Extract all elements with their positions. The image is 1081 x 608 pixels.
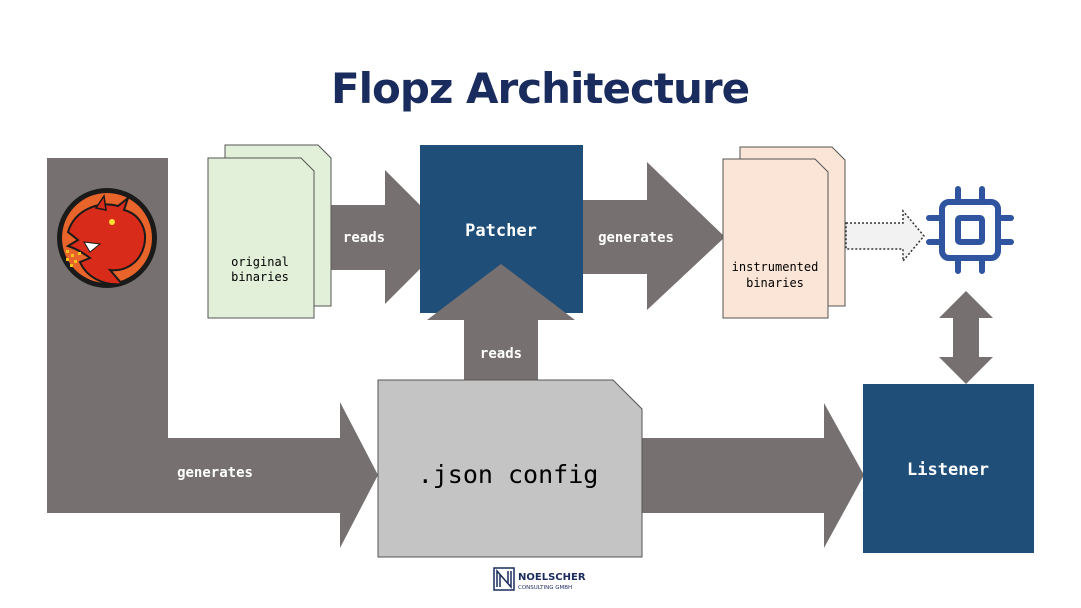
instrumented-binaries-label-line1: instrumented xyxy=(732,260,819,274)
json-config-label: .json config xyxy=(418,460,599,489)
noelscher-logo-name: NOELSCHER xyxy=(518,572,586,583)
json-config-box xyxy=(377,379,643,558)
instrumented-binaries-docs xyxy=(722,146,846,319)
noelscher-logo-subtitle: CONSULTING GMBH xyxy=(518,585,572,591)
dragon-logo-icon xyxy=(57,188,157,288)
cpu-chip-icon xyxy=(926,186,1014,274)
original-binaries-docs xyxy=(207,144,332,319)
noelscher-logo-icon xyxy=(493,567,515,591)
generates-arrow-top xyxy=(583,162,725,310)
reads-arrow-top xyxy=(312,170,452,304)
reads-arrow-up xyxy=(427,264,575,381)
original-binaries-label-line1: original xyxy=(231,255,289,269)
patcher-label: Patcher xyxy=(465,221,537,241)
original-binaries-label-line2: binaries xyxy=(231,270,289,284)
reads-label-top: reads xyxy=(343,230,385,246)
reads-label-bottom: reads xyxy=(480,346,522,362)
instrumented-binaries-label-line2: binaries xyxy=(746,276,804,290)
generates-label-top: generates xyxy=(598,230,674,246)
listener-label: Listener xyxy=(907,460,989,480)
dotted-arrow-to-chip xyxy=(845,208,925,264)
listener-box xyxy=(863,384,1034,553)
config-to-listener-arrow xyxy=(640,403,864,548)
chip-listener-double-arrow xyxy=(939,291,993,384)
noelscher-logo: NOELSCHER CONSULTING GMBH xyxy=(493,567,586,591)
page-title: Flopz Architecture xyxy=(331,64,749,113)
generates-label-bottom: generates xyxy=(177,465,253,481)
